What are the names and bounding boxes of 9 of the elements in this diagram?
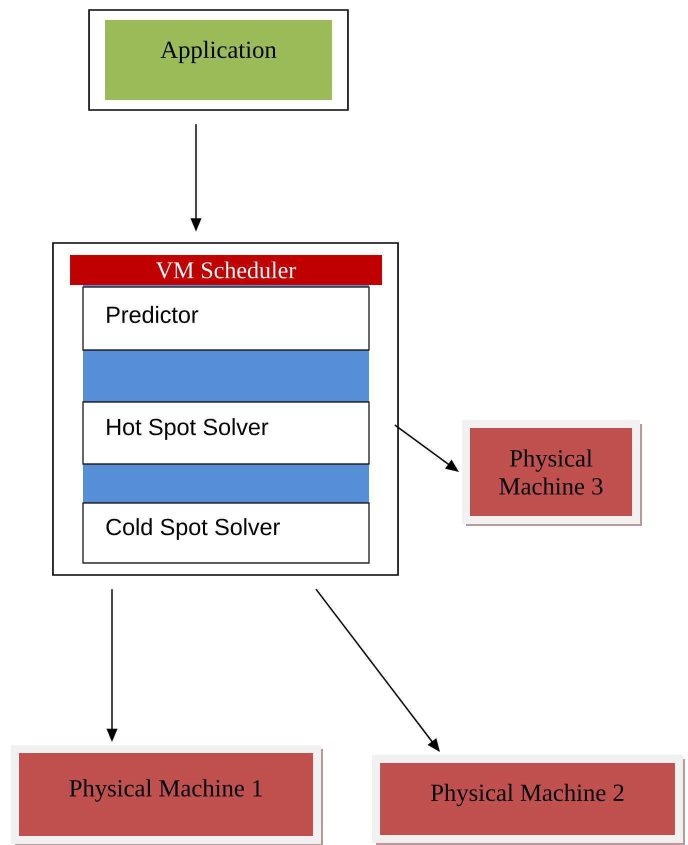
application-box: Application	[105, 20, 332, 100]
machine-box: Physical Machine 2	[372, 755, 685, 845]
machine-box: Physical Machine 3	[462, 420, 642, 526]
machine-box: Physical Machine 1	[11, 745, 323, 845]
layer-box: Cold Spot Solver	[82, 502, 370, 564]
layer-box: Hot Spot Solver	[82, 401, 370, 465]
layer-box: Predictor	[82, 286, 370, 351]
frame-box	[88, 9, 349, 111]
header-band: VM Scheduler	[70, 255, 382, 285]
